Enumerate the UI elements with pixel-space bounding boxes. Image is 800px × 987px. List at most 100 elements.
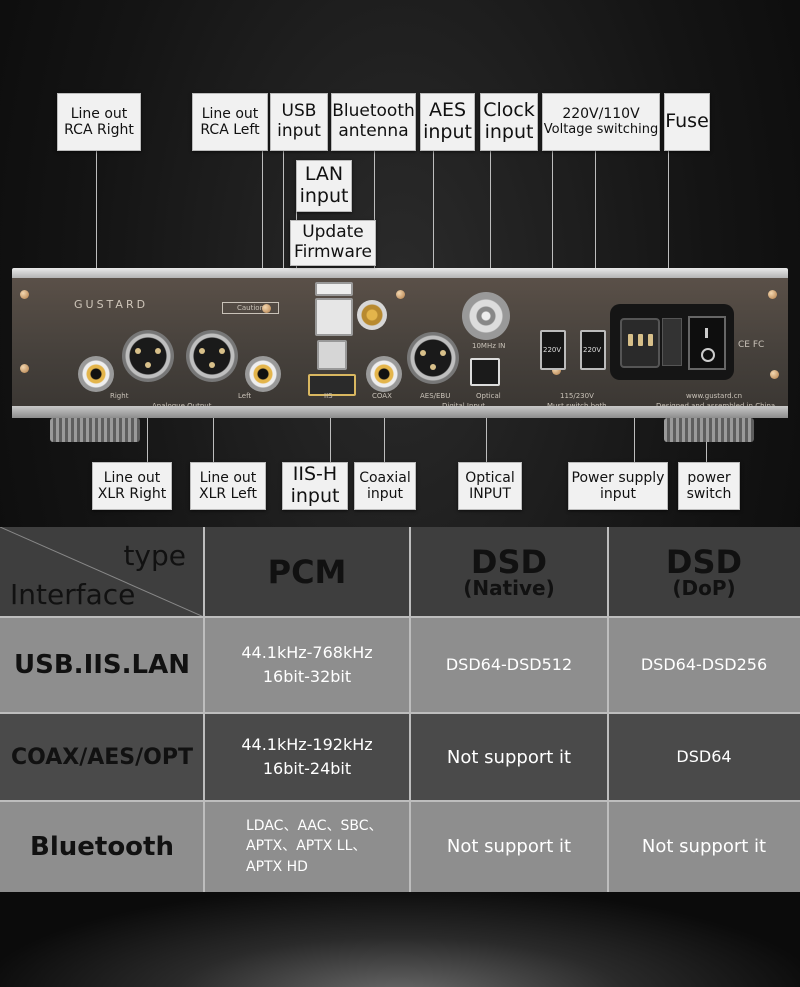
chassis-top: [12, 268, 788, 280]
grid-line: [409, 527, 411, 892]
voltage-switch-1: 220V: [540, 330, 566, 370]
optical-port: [470, 358, 500, 386]
row-label-bluetooth: Bluetooth: [0, 801, 204, 892]
row-label-usb: USB.IIS.LAN: [0, 617, 204, 713]
cell-bluetooth-dop: Not support it: [608, 801, 800, 892]
usb-c-port: [315, 282, 353, 296]
power-module: [610, 304, 734, 380]
lan-port: [315, 298, 353, 336]
power-rocker: [688, 316, 726, 370]
leader-line: [330, 392, 331, 462]
corner-diagonal: [0, 527, 204, 617]
header-dsd-native: DSD (Native): [410, 527, 608, 617]
device-foot: [664, 418, 754, 442]
panel-label: www.gustard.cn: [686, 392, 743, 400]
panel-label: 115/230V: [560, 392, 594, 400]
screw: [262, 304, 271, 313]
chassis-bottom: [12, 406, 788, 418]
header-interface: Interface: [10, 578, 136, 611]
cell-coax-native: Not support it: [410, 713, 608, 801]
screw: [552, 366, 561, 375]
leader-line: [147, 380, 148, 462]
screw: [20, 290, 29, 299]
cell-coax-dop: DSD64: [608, 713, 800, 801]
header-pcm: PCM: [204, 527, 410, 617]
screw: [20, 364, 29, 373]
panel-label: AES/EBU: [420, 392, 451, 400]
leader-line: [595, 151, 596, 331]
screw: [770, 370, 779, 379]
label-fuse: Fuse: [664, 93, 710, 151]
leader-line: [668, 151, 669, 317]
grid-line: [0, 800, 800, 802]
voltage-switch-2: 220V: [580, 330, 606, 370]
header-type: type: [123, 539, 186, 572]
grid-line: [607, 527, 609, 892]
cell-usb-dop: DSD64-DSD256: [608, 617, 800, 713]
xlr-right-jack: [122, 330, 174, 382]
panel-label: Left: [238, 392, 252, 400]
leader-line: [283, 151, 284, 351]
panel-label: 10MHz IN: [472, 342, 506, 350]
leader-line: [213, 380, 214, 462]
cert-marks: CE FC: [738, 340, 765, 350]
bluetooth-antenna-port: [357, 300, 387, 330]
device-foot: [50, 418, 140, 442]
clock-bnc-jack: [462, 292, 510, 340]
fuse-drawer: [662, 318, 682, 366]
leader-line: [262, 151, 263, 363]
leader-line: [384, 382, 385, 462]
rear-panel: GUSTARD Caution Right Analogue Output Le…: [12, 278, 788, 410]
aes-jack: [407, 332, 459, 384]
cell-bluetooth-native: Not support it: [410, 801, 608, 892]
bottom-reflection: [0, 892, 800, 987]
leader-line: [552, 151, 553, 331]
panel-label: IIS: [324, 392, 333, 400]
xlr-left-jack: [186, 330, 238, 382]
grid-line: [0, 712, 800, 714]
iis-hdmi-port: [308, 374, 356, 396]
leader-line: [490, 151, 491, 319]
iec-socket: [620, 318, 660, 368]
screw: [396, 290, 405, 299]
cell-usb-native: DSD64-DSD512: [410, 617, 608, 713]
brand-logo: GUSTARD: [74, 298, 149, 311]
usb-b-port: [317, 340, 347, 370]
coax-jack: [366, 356, 402, 392]
caution-label: Caution: [222, 302, 280, 314]
header-dsd-dop: DSD (DoP): [608, 527, 800, 617]
leader-line: [296, 212, 297, 320]
leader-line: [486, 382, 487, 462]
leader-line: [433, 151, 434, 341]
cell-bluetooth-pcm: LDAC、AAC、SBC、 APTX、APTX LL、 APTX HD: [204, 801, 410, 892]
screw: [768, 290, 777, 299]
rca-left-jack: [245, 356, 281, 392]
grid-line: [203, 527, 205, 892]
panel-label: Optical: [476, 392, 501, 400]
rca-right-jack: [78, 356, 114, 392]
grid-line: [0, 616, 800, 618]
panel-label: COAX: [372, 392, 392, 400]
header-corner: type Interface: [0, 527, 204, 617]
row-label-coax: COAX/AES/OPT: [0, 713, 204, 801]
panel-label: Right: [110, 392, 129, 400]
